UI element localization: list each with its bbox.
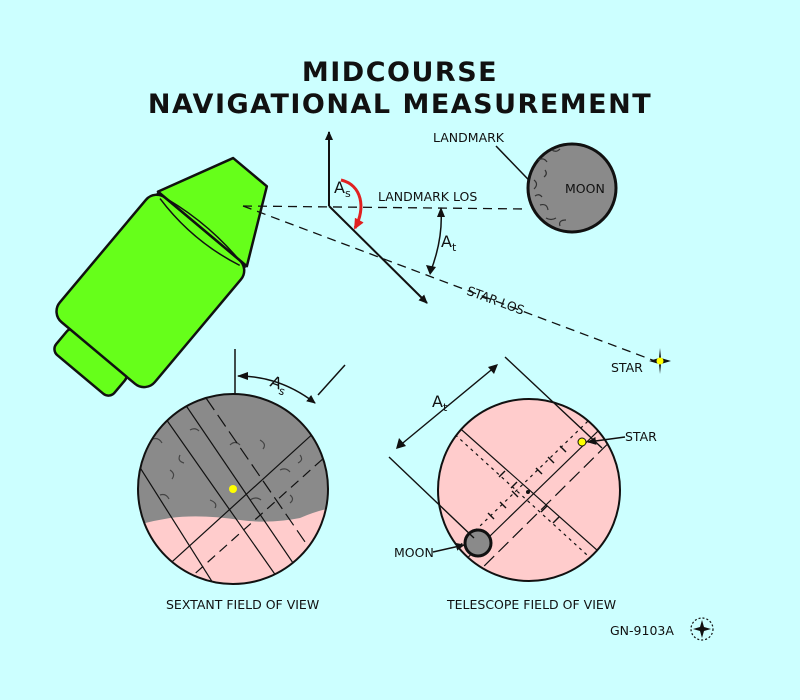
sextant-star-dot — [229, 485, 237, 493]
telescope-moon-label: MOON — [394, 545, 434, 560]
as-symbol-upper: As — [334, 178, 351, 201]
at-angle-arc — [429, 209, 443, 274]
at-symbol-upper: At — [441, 232, 457, 255]
figure-id: GN-9103A — [610, 623, 674, 638]
telescope-star-label: STAR — [625, 429, 657, 444]
telescope-fov-caption: TELESCOPE FIELD OF VIEW — [447, 597, 617, 612]
moon — [526, 142, 618, 234]
landmark-los-label: LANDMARK LOS — [378, 189, 478, 204]
title-line-1: MIDCOURSE — [301, 57, 499, 88]
star-label-pointer — [587, 436, 626, 445]
landmark-label: LANDMARK — [433, 130, 504, 145]
diagonal-axis-arrow — [328, 205, 428, 304]
telescope-star-dot — [577, 437, 587, 447]
sextant-fov-caption: SEXTANT FIELD OF VIEW — [166, 597, 320, 612]
at-dimension-line — [397, 365, 497, 448]
at-symbol-telescope: At — [432, 392, 448, 415]
moon-label: MOON — [565, 181, 605, 196]
sextant-fov — [137, 393, 329, 585]
moon-label-pointer — [432, 542, 465, 553]
landmark-los-line — [242, 205, 529, 210]
telescope-fov — [437, 398, 621, 582]
title-line-2: NAVIGATIONAL MEASUREMENT — [147, 89, 653, 120]
command-module — [156, 156, 269, 268]
spacecraft — [53, 156, 269, 397]
emblem-icon — [690, 617, 714, 641]
star-label: STAR — [611, 360, 643, 375]
rotation-arrow — [340, 178, 364, 230]
star-los-line — [242, 205, 656, 362]
star-marker — [649, 348, 671, 374]
